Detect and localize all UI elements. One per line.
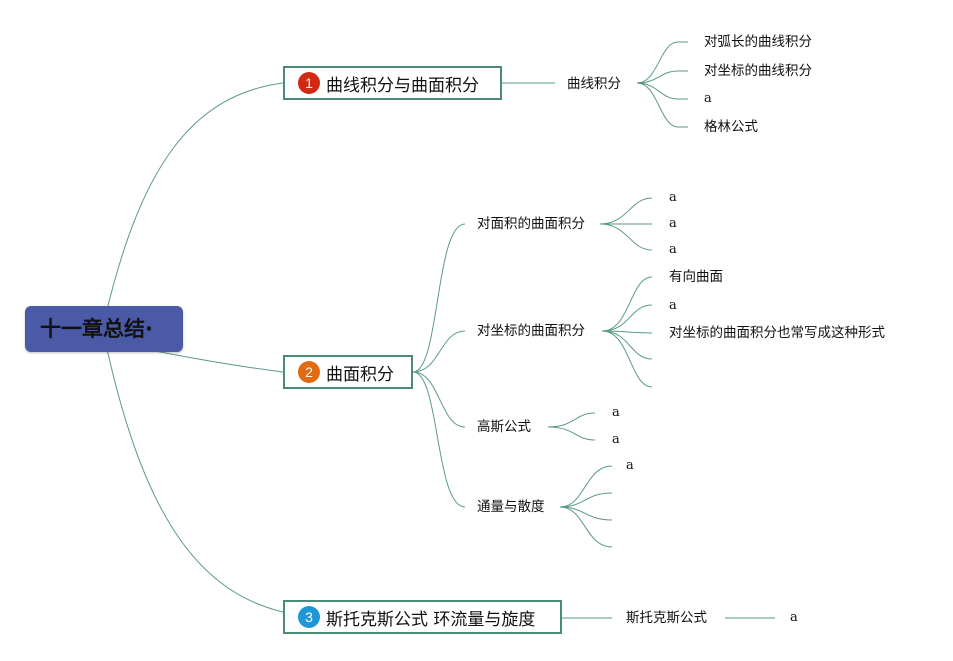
link-root-branch3 <box>104 339 284 613</box>
leaf-topic[interactable]: a <box>612 405 620 420</box>
leaf-topic[interactable]: a <box>704 91 712 106</box>
leaf-topic[interactable]: a <box>790 610 798 625</box>
root-title: 十一章总结· <box>40 317 153 341</box>
main-topic-2[interactable]: 2 曲面积分 <box>283 355 413 389</box>
number-badge-1: 1 <box>298 72 320 94</box>
number-badge-2: 2 <box>298 361 320 383</box>
root-topic[interactable]: 十一章总结· <box>25 306 183 352</box>
leaf-topic[interactable]: a <box>626 458 634 473</box>
leaf-topic[interactable]: a <box>669 216 677 231</box>
subtopic-gauss-formula[interactable]: 高斯公式 <box>477 419 531 435</box>
subtopic-coordinate-surface-integral[interactable]: 对坐标的曲面积分 <box>477 323 585 339</box>
leaf-topic[interactable]: 有向曲面 <box>669 269 723 285</box>
subtopic-area-surface-integral[interactable]: 对面积的曲面积分 <box>477 216 585 232</box>
leaf-topic[interactable]: a <box>669 190 677 205</box>
subtopic-curve-integral[interactable]: 曲线积分 <box>567 76 621 92</box>
leaf-topic[interactable]: 对弧长的曲线积分 <box>704 34 812 50</box>
leaf-topic[interactable]: a <box>669 298 677 313</box>
main-topic-1[interactable]: 1 曲线积分与曲面积分 <box>283 66 502 100</box>
subtopic-flux-divergence[interactable]: 通量与散度 <box>477 499 545 515</box>
leaf-topic[interactable]: a <box>669 242 677 257</box>
leaf-topic[interactable]: 格林公式 <box>704 119 758 135</box>
leaf-topic[interactable]: 对坐标的曲线积分 <box>704 63 812 79</box>
subtopic-stokes-formula[interactable]: 斯托克斯公式 <box>626 610 707 626</box>
main-topic-1-title: 曲线积分与曲面积分 <box>326 75 479 96</box>
main-topic-2-title: 曲面积分 <box>326 364 394 385</box>
leaf-topic[interactable]: 对坐标的曲面积分也常写成这种形式 <box>669 325 885 341</box>
main-topic-3-title: 斯托克斯公式 环流量与旋度 <box>326 609 536 630</box>
number-badge-3: 3 <box>298 606 320 628</box>
main-topic-3[interactable]: 3 斯托克斯公式 环流量与旋度 <box>283 600 562 634</box>
leaf-topic[interactable]: a <box>612 432 620 447</box>
link-root-branch1 <box>104 82 284 319</box>
